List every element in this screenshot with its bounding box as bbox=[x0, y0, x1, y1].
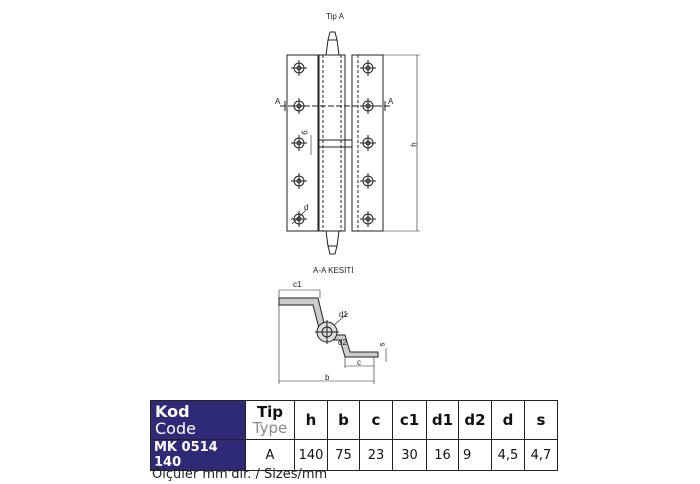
dim-s: s bbox=[377, 342, 387, 347]
cell-b: 75 bbox=[327, 439, 360, 471]
header-d2: d2 bbox=[458, 400, 492, 440]
dim-d: d bbox=[304, 203, 309, 212]
hinge-front-view bbox=[280, 31, 420, 255]
cell-s: 4,7 bbox=[524, 439, 558, 471]
dim-b: b bbox=[325, 373, 330, 382]
cell-h: 140 bbox=[294, 439, 328, 471]
screw-hole bbox=[291, 60, 307, 76]
header-d: d bbox=[491, 400, 525, 440]
dim-6: 6 bbox=[300, 130, 310, 135]
cell-d1: 16 bbox=[426, 439, 459, 471]
hinge-technical-drawing bbox=[278, 31, 420, 384]
header-h: h bbox=[294, 400, 328, 440]
header-tip: Tip bbox=[256, 402, 284, 421]
table-row: MK 0514 140 A 140 75 23 30 16 9 4,5 4,7 bbox=[150, 439, 558, 471]
header-b: b bbox=[327, 400, 360, 440]
header-kod: Kod bbox=[155, 401, 190, 421]
section-marker-right: A bbox=[388, 97, 394, 106]
header-d1: d1 bbox=[426, 400, 459, 440]
header-c: c bbox=[359, 400, 393, 440]
dim-d1: d1 bbox=[339, 310, 348, 319]
header-s: s bbox=[524, 400, 558, 440]
hinge-section-view bbox=[278, 289, 387, 384]
cell-d2: 9 bbox=[458, 439, 492, 471]
section-title: A-A KESİTİ bbox=[313, 266, 354, 275]
dim-c: c bbox=[357, 358, 361, 367]
cell-tip: A bbox=[245, 439, 295, 471]
cell-d: 4,5 bbox=[491, 439, 525, 471]
header-type: Type bbox=[252, 418, 288, 437]
drawing-title: Tip A bbox=[326, 12, 344, 21]
units-note: Ölçüler mm'dir. / Sizes/mm bbox=[152, 467, 328, 482]
header-c1: c1 bbox=[392, 400, 427, 440]
cell-c: 23 bbox=[359, 439, 393, 471]
header-code: Code bbox=[155, 418, 196, 438]
dim-c1: c1 bbox=[293, 280, 302, 289]
section-marker-left: A bbox=[275, 97, 281, 106]
cell-code: MK 0514 140 bbox=[150, 439, 246, 471]
dim-d2: d2 bbox=[338, 338, 347, 347]
dim-h: h bbox=[409, 142, 419, 147]
cell-c1: 30 bbox=[392, 439, 427, 471]
